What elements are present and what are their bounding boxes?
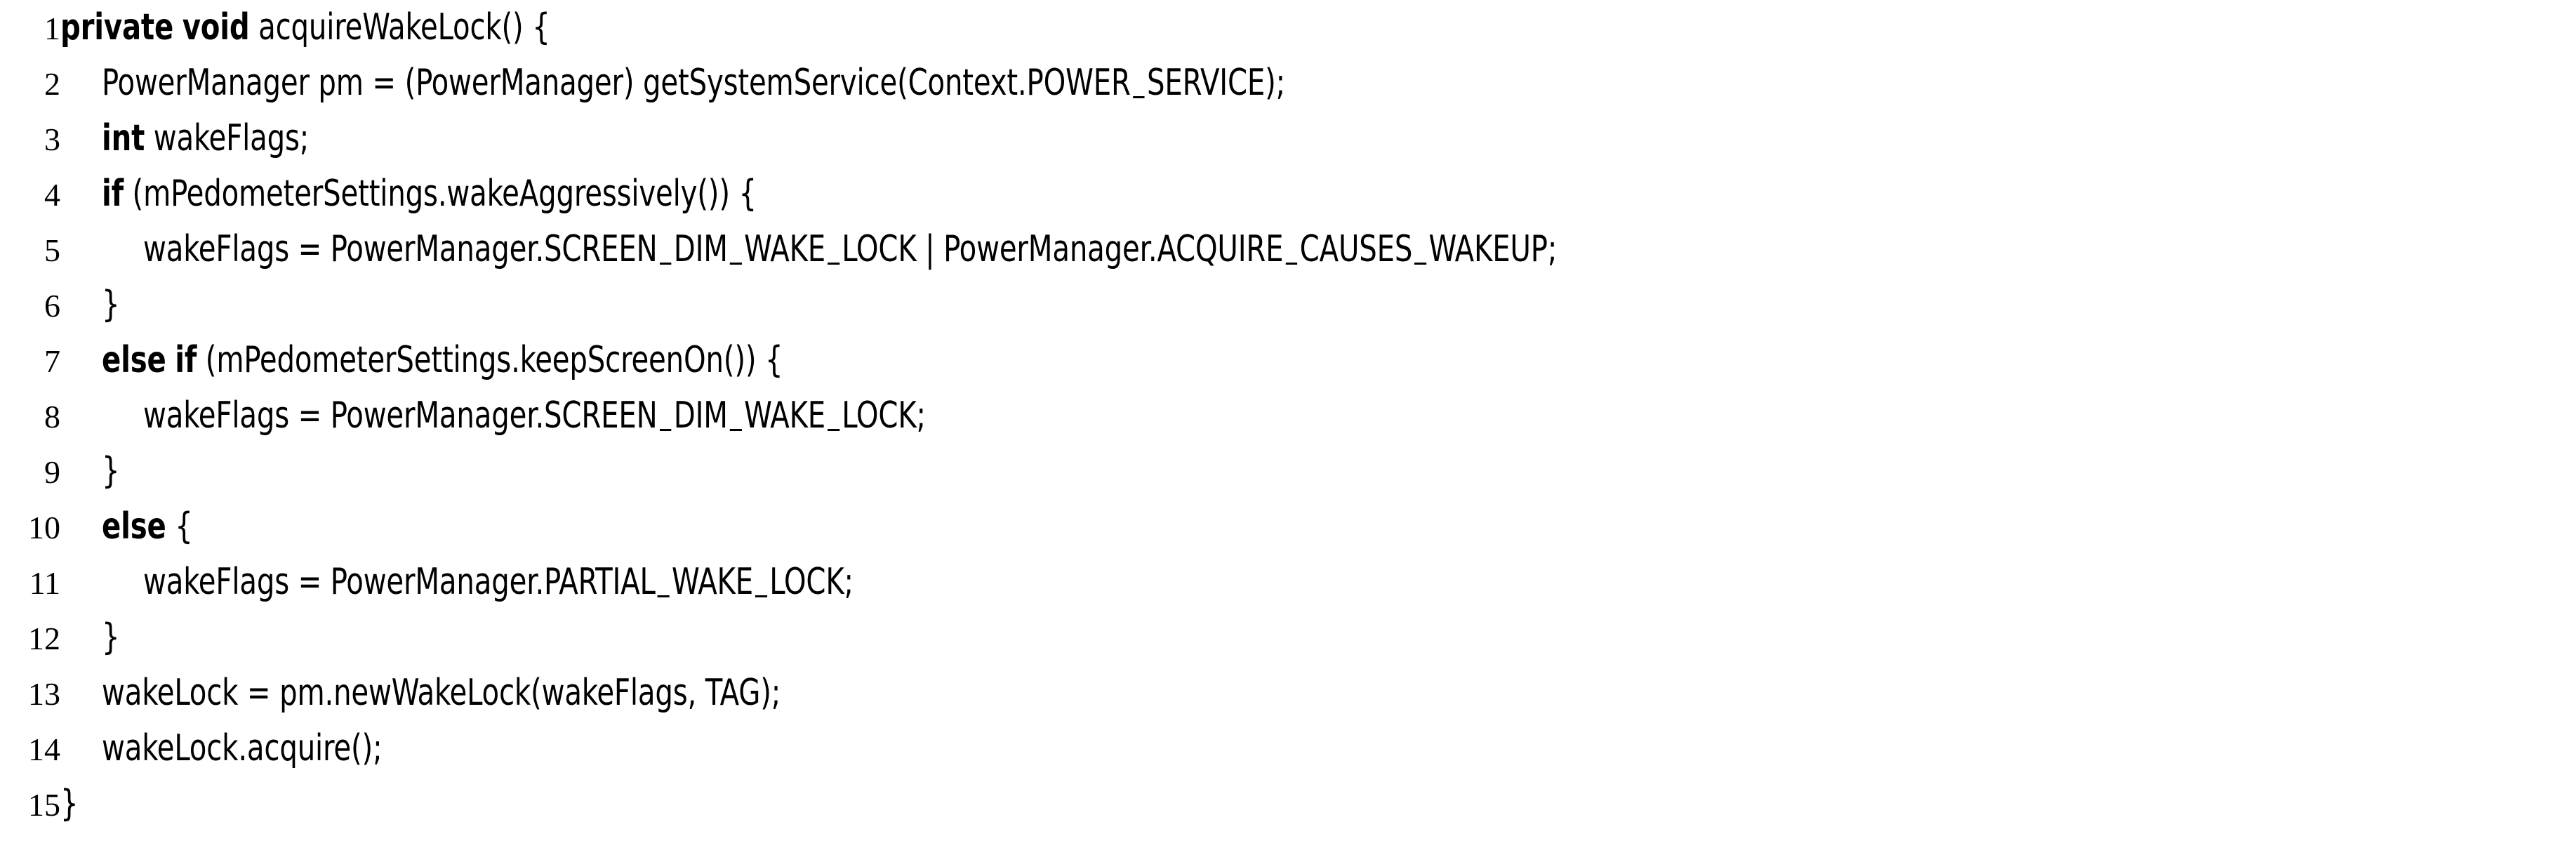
code-keyword: else	[102, 339, 166, 381]
code-line-text: private void acquireWakeLock() {	[60, 0, 2224, 55]
code-token: wakeFlags;	[153, 117, 310, 159]
code-token: {	[175, 505, 193, 548]
code-keyword: int	[102, 117, 145, 159]
code-line-text: }	[60, 277, 2224, 333]
code-line: 14 wakeLock.acquire();	[0, 721, 2576, 776]
line-number: 7	[44, 343, 60, 379]
code-token: =	[372, 62, 396, 104]
code-line-text: wakeLock.acquire();	[60, 721, 2224, 776]
code-token: wakeFlags	[143, 395, 290, 437]
line-number: 14	[28, 731, 60, 767]
code-token: |	[925, 228, 935, 270]
code-line: 6}	[0, 277, 2576, 333]
code-keyword: private	[60, 6, 174, 48]
code-token: pm	[318, 62, 364, 104]
code-line-text: wakeLock = pm.newWakeLock(wakeFlags, TAG…	[60, 665, 2224, 721]
line-number: 1	[44, 11, 60, 46]
code-line: 15}	[0, 776, 2576, 832]
code-keyword: if	[102, 173, 124, 215]
code-token: =	[298, 228, 322, 270]
line-number: 8	[44, 399, 60, 435]
code-token: (mPedometerSettings.keepScreenOn())	[205, 339, 757, 381]
code-line-text: }	[60, 776, 2224, 832]
code-token: =	[246, 672, 271, 714]
code-line: 12}	[0, 610, 2576, 665]
code-token: pm.newWakeLock(wakeFlags,	[279, 672, 697, 714]
line-number: 5	[44, 232, 60, 268]
line-number: 9	[44, 454, 60, 490]
code-token: {	[532, 6, 550, 48]
code-line-text: }	[60, 444, 2224, 499]
line-number: 4	[44, 177, 60, 213]
code-token: }	[102, 284, 120, 326]
code-token: wakeLock.acquire();	[102, 727, 383, 769]
line-number: 2	[44, 66, 60, 102]
code-token: acquireWakeLock()	[258, 6, 524, 48]
line-number: 3	[44, 121, 60, 157]
code-line-text: }	[60, 610, 2224, 665]
code-token: }	[102, 450, 120, 492]
code-token: =	[298, 395, 322, 437]
line-number: 12	[28, 621, 60, 656]
code-token: wakeFlags	[143, 228, 290, 270]
code-token: =	[298, 561, 322, 603]
code-token: wakeLock	[102, 672, 239, 714]
code-token: }	[60, 783, 79, 825]
code-line-text: PowerManager pm = (PowerManager) getSyst…	[60, 55, 2224, 111]
code-token: PowerManager	[102, 62, 310, 104]
code-token: (mPedometerSettings.wakeAggressively())	[132, 173, 730, 215]
line-number: 6	[44, 288, 60, 324]
code-token: {	[738, 173, 757, 215]
code-line-text: if (mPedometerSettings.wakeAggressively(…	[60, 166, 2224, 222]
line-number: 13	[28, 676, 60, 712]
code-line: 9}	[0, 444, 2576, 499]
line-number: 11	[29, 565, 60, 601]
code-line-text: else {	[60, 499, 2224, 555]
code-token: (PowerManager)	[404, 62, 635, 104]
code-keyword: else	[102, 505, 166, 548]
line-number: 15	[28, 787, 60, 823]
code-line-text: int wakeFlags;	[60, 111, 2224, 166]
line-number: 10	[28, 510, 60, 545]
code-token: wakeFlags	[143, 561, 290, 603]
code-keyword: if	[175, 339, 197, 381]
code-keyword: void	[182, 6, 250, 48]
code-token: TAG);	[705, 672, 781, 714]
code-token: {	[764, 339, 783, 381]
code-token: }	[102, 616, 120, 658]
code-line-text: else if (mPedometerSettings.keepScreenOn…	[60, 333, 2224, 388]
